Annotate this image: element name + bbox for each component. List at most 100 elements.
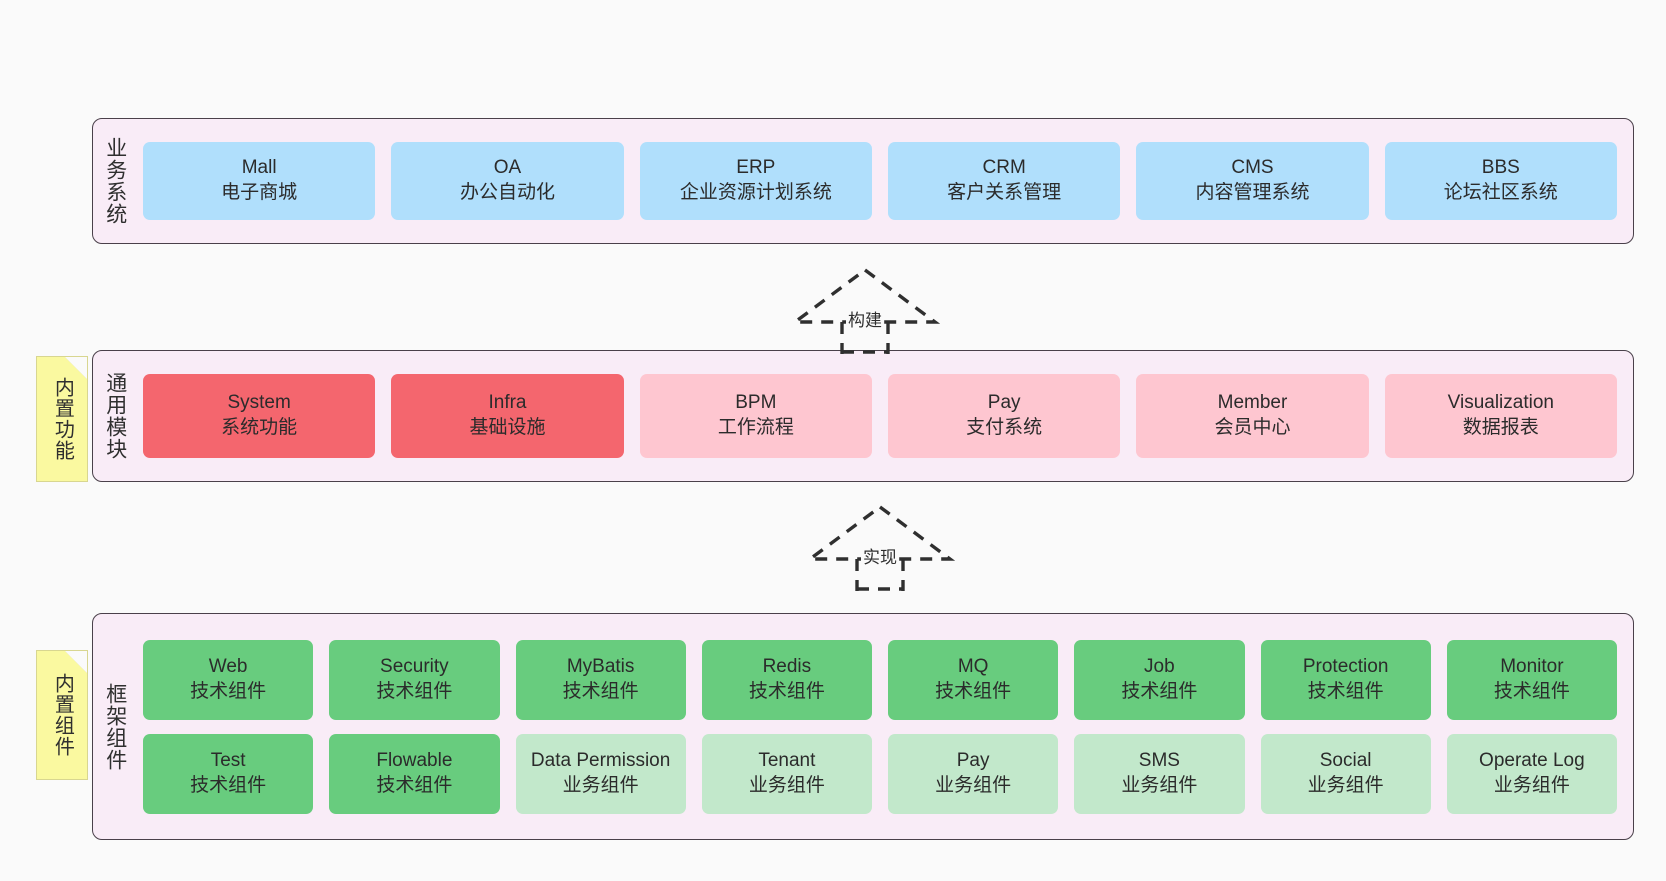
card-subtitle: 支付系统: [966, 417, 1043, 438]
card-subtitle: 业务组件: [935, 774, 1012, 796]
card-cms[interactable]: CMS 内容管理系统: [1136, 142, 1369, 220]
card-title: Redis: [762, 655, 812, 677]
card-title: Security: [380, 655, 449, 677]
card-redis[interactable]: Redis 技术组件: [701, 639, 872, 720]
card-subtitle: 技术组件: [1493, 680, 1570, 702]
card-subtitle: 办公自动化: [459, 182, 555, 203]
card-title: MQ: [957, 655, 989, 677]
card-title: Pay: [987, 392, 1021, 414]
card-member[interactable]: Member 会员中心: [1136, 374, 1369, 458]
layer-common-module: 通用模块 System 系统功能 Infra 基础设施 BPM 工作流程 Pay…: [92, 350, 1634, 482]
card-monitor[interactable]: Monitor 技术组件: [1446, 639, 1617, 720]
card-subtitle: 电子商城: [221, 182, 298, 203]
card-subtitle: 业务组件: [1493, 774, 1570, 796]
sticky-note-label: 内置功能: [51, 377, 74, 461]
card-title: Data Permission: [530, 749, 671, 771]
card-subtitle: 业务组件: [748, 774, 825, 796]
card-protection[interactable]: Protection 技术组件: [1260, 639, 1431, 720]
connector-build: 构建: [789, 266, 941, 354]
framework-row-business: Test 技术组件 Flowable 技术组件 Data Permission …: [143, 733, 1617, 814]
card-crm[interactable]: CRM 客户关系管理: [887, 142, 1121, 220]
card-system[interactable]: System 系统功能: [143, 374, 376, 458]
card-title: ERP: [736, 157, 776, 179]
card-subtitle: 工作流程: [717, 417, 794, 438]
card-subtitle: 系统功能: [221, 417, 298, 438]
layer-business-system: 业务系统 Mall 电子商城 OA 办公自动化 ERP 企业资源计划系统 CRM…: [92, 118, 1634, 244]
card-title: Social: [1319, 749, 1372, 771]
layer-title-common-module: 通用模块: [103, 372, 127, 460]
card-subtitle: 技术组件: [562, 680, 639, 702]
connector-build-label: 构建: [846, 306, 884, 331]
card-title: CMS: [1231, 157, 1274, 179]
card-title: Operate Log: [1479, 749, 1585, 771]
connector-implement: 实现: [804, 503, 956, 591]
card-mall[interactable]: Mall 电子商城: [143, 142, 376, 220]
card-sms[interactable]: SMS 业务组件: [1074, 733, 1245, 814]
card-data-permission[interactable]: Data Permission 业务组件: [515, 733, 686, 814]
sticky-note-builtin-function: 内置功能: [36, 356, 88, 482]
card-social[interactable]: Social 业务组件: [1260, 733, 1431, 814]
card-subtitle: 技术组件: [1121, 680, 1198, 702]
card-subtitle: 数据报表: [1462, 417, 1539, 438]
card-title: SMS: [1138, 749, 1180, 771]
card-subtitle: 业务组件: [1121, 774, 1198, 796]
card-title: System: [227, 392, 291, 414]
card-mq[interactable]: MQ 技术组件: [888, 639, 1059, 720]
card-tenant[interactable]: Tenant 业务组件: [701, 733, 872, 814]
card-title: Monitor: [1500, 655, 1564, 677]
card-title: Mall: [241, 157, 277, 179]
card-title: Pay: [956, 749, 990, 771]
card-infra[interactable]: Infra 基础设施: [391, 374, 624, 458]
sticky-note-label: 内置组件: [51, 673, 74, 757]
card-title: BPM: [735, 392, 777, 414]
sticky-note-builtin-component: 内置组件: [36, 650, 88, 780]
card-subtitle: 技术组件: [748, 680, 825, 702]
card-subtitle: 技术组件: [190, 680, 267, 702]
layer-framework-component: 框架组件 Web 技术组件 Security 技术组件 MyBatis 技术组件…: [92, 613, 1634, 840]
card-subtitle: 会员中心: [1214, 417, 1291, 438]
card-subtitle: 内容管理系统: [1195, 182, 1310, 203]
card-title: Protection: [1302, 655, 1389, 677]
framework-row-tech: Web 技术组件 Security 技术组件 MyBatis 技术组件 Redi…: [143, 639, 1617, 720]
card-mybatis[interactable]: MyBatis 技术组件: [515, 639, 686, 720]
card-title: OA: [493, 157, 522, 179]
card-bpm[interactable]: BPM 工作流程: [639, 374, 872, 458]
card-title: CRM: [982, 157, 1026, 179]
business-card-list: Mall 电子商城 OA 办公自动化 ERP 企业资源计划系统 CRM 客户关系…: [137, 119, 1633, 243]
card-title: Tenant: [758, 749, 816, 771]
card-title: BBS: [1481, 157, 1520, 179]
card-subtitle: 技术组件: [376, 680, 453, 702]
card-subtitle: 业务组件: [562, 774, 639, 796]
card-title: Member: [1217, 392, 1288, 414]
layer-title-framework-component: 框架组件: [103, 682, 127, 771]
card-title: Flowable: [376, 749, 453, 771]
card-subtitle: 企业资源计划系统: [679, 182, 832, 203]
card-subtitle: 技术组件: [935, 680, 1012, 702]
card-test[interactable]: Test 技术组件: [143, 733, 314, 814]
card-erp[interactable]: ERP 企业资源计划系统: [639, 142, 872, 220]
connector-implement-label: 实现: [861, 543, 899, 568]
card-pay-component[interactable]: Pay 业务组件: [888, 733, 1059, 814]
card-subtitle: 业务组件: [1307, 774, 1384, 796]
card-title: Visualization: [1447, 392, 1554, 414]
card-subtitle: 技术组件: [190, 774, 267, 796]
card-title: MyBatis: [566, 655, 635, 677]
card-operate-log[interactable]: Operate Log 业务组件: [1446, 733, 1617, 814]
card-title: Web: [208, 655, 248, 677]
card-bbs[interactable]: BBS 论坛社区系统: [1384, 142, 1617, 220]
card-title: Infra: [488, 392, 527, 414]
card-web[interactable]: Web 技术组件: [143, 639, 314, 720]
card-subtitle: 基础设施: [469, 417, 546, 438]
card-subtitle: 技术组件: [376, 774, 453, 796]
card-pay[interactable]: Pay 支付系统: [887, 374, 1121, 458]
card-subtitle: 技术组件: [1307, 680, 1384, 702]
card-oa[interactable]: OA 办公自动化: [391, 142, 624, 220]
card-security[interactable]: Security 技术组件: [329, 639, 500, 720]
card-title: Job: [1144, 655, 1175, 677]
card-visualization[interactable]: Visualization 数据报表: [1384, 374, 1617, 458]
card-subtitle: 论坛社区系统: [1443, 182, 1558, 203]
common-card-list: System 系统功能 Infra 基础设施 BPM 工作流程 Pay 支付系统…: [137, 351, 1633, 481]
card-flowable[interactable]: Flowable 技术组件: [329, 733, 500, 814]
card-title: Test: [210, 749, 246, 771]
card-job[interactable]: Job 技术组件: [1074, 639, 1245, 720]
